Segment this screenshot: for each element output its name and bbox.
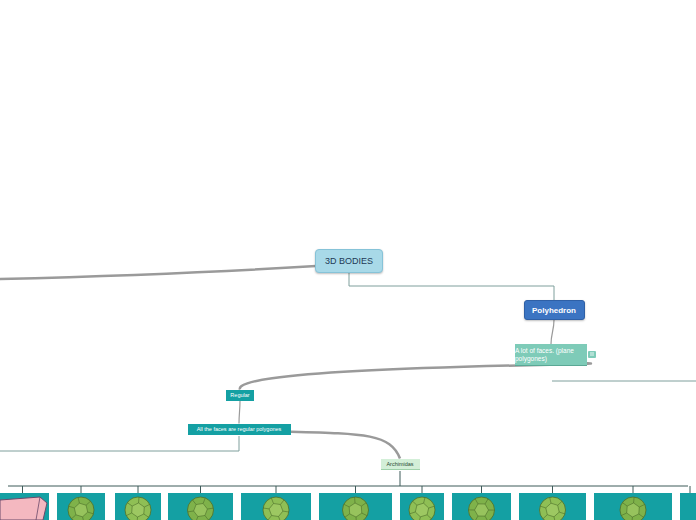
branch-line bbox=[633, 486, 634, 493]
branch-line bbox=[552, 381, 696, 382]
prism-edge bbox=[36, 497, 40, 520]
image-box bbox=[400, 493, 444, 520]
node-label: Archimidas bbox=[386, 461, 413, 467]
connector-line bbox=[239, 401, 240, 424]
polyhedron-picture bbox=[188, 497, 214, 520]
polyhedron-picture bbox=[469, 497, 495, 520]
image-box bbox=[115, 493, 161, 520]
topic-node: Polyhedron bbox=[524, 300, 585, 320]
subtopic-node: Regular bbox=[226, 390, 254, 401]
branch-line bbox=[22, 486, 23, 493]
connector-line bbox=[551, 320, 554, 344]
branch-line bbox=[276, 486, 277, 493]
polyhedron-faces bbox=[69, 497, 94, 520]
branch-line bbox=[355, 486, 356, 493]
note-icon-lines bbox=[590, 353, 594, 355]
branch-line bbox=[81, 486, 82, 493]
branch-line bbox=[690, 486, 691, 493]
image-box bbox=[168, 493, 233, 520]
image-box bbox=[452, 493, 511, 520]
image-box bbox=[519, 493, 586, 520]
branch-line bbox=[200, 486, 201, 493]
note-node: A lot of faces. (plane polygones) bbox=[515, 344, 587, 366]
root-node: 3D BODIES bbox=[315, 249, 383, 273]
polyhedron-faces bbox=[469, 499, 495, 520]
node-label: Regular bbox=[230, 392, 249, 398]
note-icon bbox=[588, 351, 596, 358]
polyhedron-picture bbox=[540, 497, 566, 520]
polyhedron-picture bbox=[343, 497, 369, 520]
branch-line bbox=[8, 471, 688, 486]
node-label: 3D BODIES bbox=[325, 256, 373, 266]
subtopic-node: Archimidas bbox=[381, 459, 420, 470]
polyhedron-faces bbox=[344, 497, 367, 520]
image-box bbox=[0, 493, 49, 520]
branch-line bbox=[422, 486, 423, 493]
polyhedron-faces bbox=[621, 497, 645, 520]
connector-line bbox=[240, 363, 591, 390]
connector-line bbox=[349, 273, 554, 300]
branch-line bbox=[552, 486, 553, 493]
polyhedron-picture bbox=[68, 497, 94, 520]
image-box bbox=[319, 493, 392, 520]
node-label: All the faces are regular polygones bbox=[197, 426, 282, 432]
node-label: A lot of faces. (plane polygones) bbox=[515, 347, 579, 362]
polyhedron-faces bbox=[188, 498, 214, 520]
polyhedron-faces bbox=[410, 497, 435, 520]
subtopic-node: All the faces are regular polygones bbox=[188, 424, 291, 435]
branch-line bbox=[0, 266, 316, 279]
branch-line bbox=[0, 436, 239, 451]
prism-picture bbox=[0, 497, 47, 520]
polyhedron-picture bbox=[125, 497, 151, 520]
node-label: Polyhedron bbox=[532, 306, 576, 315]
branch-line bbox=[481, 486, 482, 493]
polyhedron-picture bbox=[409, 497, 435, 520]
branch-line bbox=[138, 486, 139, 493]
polyhedron-faces bbox=[263, 498, 289, 520]
polyhedron-images bbox=[0, 471, 696, 520]
image-box bbox=[241, 493, 311, 520]
image-box bbox=[57, 493, 105, 520]
connector-line bbox=[285, 432, 401, 459]
image-box bbox=[680, 493, 696, 520]
polyhedron-faces bbox=[126, 497, 149, 520]
polyhedron-faces bbox=[540, 497, 565, 520]
image-box bbox=[594, 493, 672, 520]
polyhedron-picture bbox=[620, 497, 646, 520]
polyhedron-picture bbox=[263, 497, 289, 520]
